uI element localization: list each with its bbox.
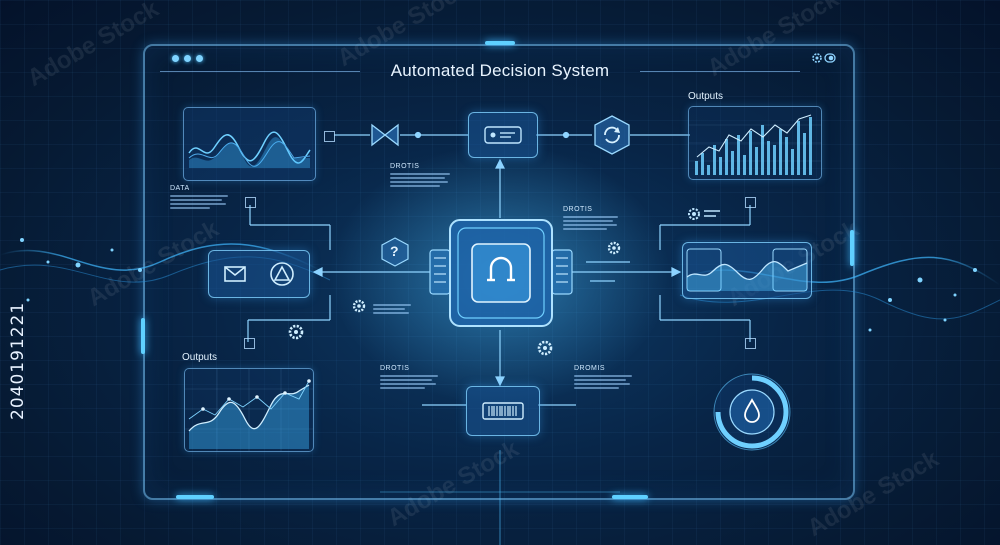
accent-bar bbox=[176, 495, 214, 499]
dromis-text-block-bottom: DROMIS bbox=[574, 365, 632, 391]
question-hex-icon bbox=[381, 237, 409, 267]
refresh-hex-icon[interactable] bbox=[592, 114, 632, 156]
bar-mark bbox=[749, 131, 752, 175]
accent-bar bbox=[141, 318, 145, 354]
drop-gauge-icon bbox=[713, 373, 791, 451]
bar-mark bbox=[785, 137, 788, 175]
card-icon bbox=[484, 126, 522, 144]
accent-bar bbox=[485, 41, 515, 45]
outputs-label-bottom: Outputs bbox=[182, 352, 218, 363]
bar-mark bbox=[803, 133, 806, 175]
stock-id: 2040191221 bbox=[8, 301, 28, 420]
wave-chart-icon bbox=[686, 248, 808, 292]
area-chart-panel bbox=[184, 368, 314, 452]
data-label: DATA bbox=[170, 185, 190, 192]
drotis-text-block-top: DROTIS bbox=[390, 163, 450, 189]
bar-chart-icon bbox=[689, 114, 821, 175]
window-dots-icon bbox=[172, 55, 203, 62]
bar-mark bbox=[767, 141, 770, 175]
title-rule-right bbox=[640, 71, 800, 72]
drotis-text-block-right: DROTIS bbox=[563, 206, 618, 232]
area-chart-icon bbox=[185, 369, 313, 451]
gear-icon bbox=[688, 208, 720, 220]
drotis-label-top: DROTIS bbox=[390, 163, 420, 170]
barcode-icon bbox=[482, 402, 524, 420]
bar-mark bbox=[719, 157, 722, 175]
bar-chart-panel bbox=[688, 106, 822, 180]
connector-node bbox=[245, 197, 256, 208]
bar-mark bbox=[725, 139, 728, 175]
wave-chart-panel bbox=[183, 107, 316, 181]
dromis-label-bottom: DROMIS bbox=[574, 365, 605, 372]
barcode-node[interactable] bbox=[466, 386, 540, 436]
connector-node bbox=[745, 197, 756, 208]
main-frame bbox=[143, 44, 855, 500]
connector-node bbox=[324, 131, 335, 142]
gear-icon bbox=[537, 340, 553, 356]
accent-bar bbox=[612, 495, 648, 499]
chip-magnet-icon[interactable] bbox=[428, 216, 574, 330]
bar-mark bbox=[809, 117, 812, 175]
connector-node bbox=[244, 338, 255, 349]
bar-mark bbox=[731, 151, 734, 175]
connector-node bbox=[745, 338, 756, 349]
bar-mark bbox=[695, 161, 698, 175]
bar-mark bbox=[701, 153, 704, 175]
drotis-label-bottom: DROTIS bbox=[380, 365, 410, 372]
bar-mark bbox=[761, 125, 764, 175]
gear-icon bbox=[812, 53, 836, 63]
gear-icon bbox=[288, 324, 304, 340]
mail-icon bbox=[224, 266, 246, 282]
accent-bar bbox=[850, 230, 854, 266]
valve-icon bbox=[371, 123, 399, 147]
drotis-text-block-bottom: DROTIS bbox=[380, 365, 438, 391]
bar-mark bbox=[743, 155, 746, 175]
drotis-label-right: DROTIS bbox=[563, 206, 593, 213]
mail-node[interactable] bbox=[208, 250, 310, 298]
wave-chart-node[interactable] bbox=[682, 242, 812, 299]
bar-mark bbox=[713, 145, 716, 175]
triangle-circle-icon bbox=[270, 262, 294, 286]
wave-chart-icon bbox=[188, 131, 311, 168]
gear-icon bbox=[607, 241, 621, 255]
bar-mark bbox=[773, 145, 776, 175]
bar-mark bbox=[755, 147, 758, 175]
question-glyph: ? bbox=[390, 243, 399, 259]
card-node[interactable] bbox=[468, 112, 538, 158]
title-rule-left bbox=[160, 71, 360, 72]
bar-mark bbox=[737, 135, 740, 175]
bar-mark bbox=[707, 165, 710, 175]
gear-text-block bbox=[373, 302, 411, 316]
outputs-label-top: Outputs bbox=[688, 91, 724, 102]
bar-mark bbox=[779, 129, 782, 175]
bar-mark bbox=[797, 121, 800, 175]
data-text-block: DATA bbox=[170, 185, 228, 211]
bar-mark bbox=[791, 149, 794, 175]
diagram-title: Automated Decision System bbox=[390, 61, 610, 80]
gear-icon bbox=[352, 299, 366, 313]
